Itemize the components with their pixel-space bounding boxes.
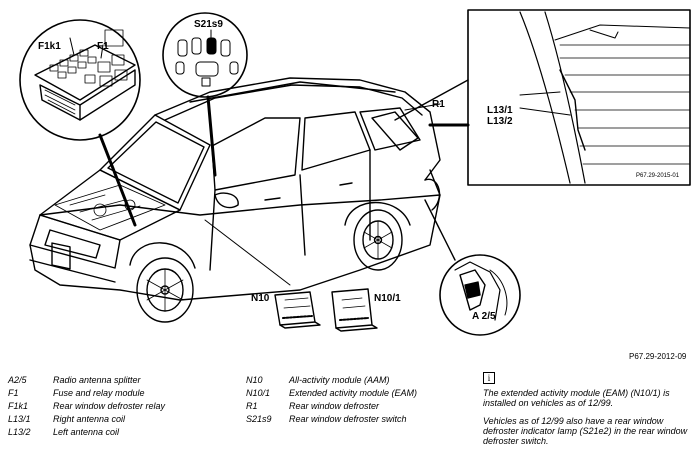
legend-code: L13/2 — [8, 427, 31, 437]
callout-f1: F1 — [97, 41, 109, 52]
rear-window-inset — [467, 9, 691, 186]
antenna-splitter-detail — [439, 254, 521, 336]
legend-code: A2/5 — [8, 375, 27, 385]
switch-detail — [162, 12, 248, 98]
legend-code: R1 — [246, 401, 258, 411]
callout-s21s9: S21s9 — [194, 19, 223, 30]
legend-desc: Radio antenna splitter — [53, 375, 141, 385]
legend-desc: Rear window defroster switch — [289, 414, 407, 424]
vehicle-diagram — [19, 9, 691, 336]
legend-middle: N10 All-activity module (AAM) N10/1 Extend… — [246, 375, 476, 435]
legend-desc: Right antenna coil — [53, 414, 126, 424]
callout-l13-2: L13/2 — [487, 116, 513, 127]
legend-desc: Fuse and relay module — [53, 388, 145, 398]
rear-wheel — [353, 209, 403, 271]
note-paragraph-2: Vehicles as of 12/99 also have a rear wi… — [483, 416, 688, 446]
front-wheel — [136, 257, 194, 323]
inset-figure-ref: P67.29-2015-01 — [636, 173, 680, 179]
legend-left: A2/5 Radio antenna splitter F1 Fuse and re… — [8, 375, 238, 445]
legend-code: S21s9 — [246, 414, 272, 424]
note-block: The extended activity module (EAM) (N10/… — [483, 388, 695, 454]
callout-a2-5: A 2/5 — [472, 311, 496, 322]
legend-code: N10/1 — [246, 388, 271, 398]
legend-code: N10 — [246, 375, 263, 385]
info-icon: i — [483, 372, 495, 384]
legend-desc: Extended activity module (EAM) — [289, 388, 418, 398]
legend-desc: Left antenna coil — [53, 427, 120, 437]
module-n10 — [274, 291, 321, 329]
legend-desc: Rear window defroster relay — [53, 401, 166, 411]
legend-code: F1 — [8, 388, 19, 398]
legend-code: L13/1 — [8, 414, 31, 424]
legend-desc: Rear window defroster — [289, 401, 380, 411]
callout-r1: R1 — [432, 99, 445, 110]
legend-code: F1k1 — [8, 401, 29, 411]
callout-n10: N10 — [251, 293, 270, 304]
note-paragraph-1: The extended activity module (EAM) (N10/… — [483, 388, 670, 408]
figure-reference: P67.29-2012-09 — [629, 352, 687, 361]
callout-n10-1: N10/1 — [374, 293, 401, 304]
legend-desc: All-activity module (AAM) — [289, 375, 390, 385]
vehicle-body — [29, 77, 441, 301]
fuse-box-detail — [19, 19, 141, 141]
callout-f1k1: F1k1 — [38, 41, 61, 52]
callout-l13-1: L13/1 — [487, 105, 513, 116]
module-n10-1 — [331, 288, 378, 332]
